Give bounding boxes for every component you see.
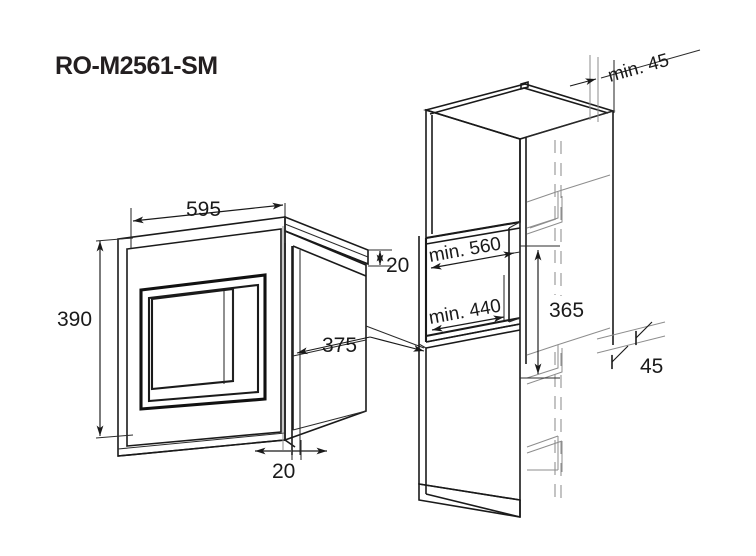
dimension-365-label: 365: [549, 299, 584, 322]
oven-door-window: [150, 287, 235, 391]
dimension-365: 365: [520, 245, 584, 379]
dimension-375: 375: [292, 325, 425, 360]
oven-door-frame: [139, 273, 267, 411]
cabinet-upper-box: [423, 80, 616, 364]
cabinet-hidden-lines: [526, 140, 611, 500]
dimension-595: 595: [130, 198, 286, 248]
dimension-min440: min. 440: [427, 275, 505, 332]
dimension-min560: min. 560: [427, 234, 521, 270]
oven-view-group: 595 390 20 375: [57, 198, 425, 483]
dimension-390-label: 390: [57, 308, 92, 331]
page-title: RO-M2561-SM: [55, 52, 218, 80]
dimension-20-top: 20: [368, 249, 409, 277]
dimension-45: 45: [596, 321, 666, 378]
oven-body-block: [284, 229, 367, 442]
dimension-20-bottom: 20: [255, 440, 327, 483]
dimension-min45: min. 45: [569, 49, 701, 122]
dimension-20-top-label: 20: [386, 254, 409, 277]
dimension-20-bottom-label: 20: [272, 460, 295, 483]
cabinet-view-group: min. 45 min. 560 min. 440 365: [418, 49, 701, 518]
cabinet-lower-box: [418, 323, 521, 518]
dimension-45-label: 45: [640, 355, 663, 378]
dimension-375-label: 375: [322, 334, 357, 357]
oven-bottom-flange: [117, 432, 296, 457]
oven-front-plate: [117, 216, 286, 457]
oven-top-flange: [284, 215, 369, 266]
dimension-min45-label: min. 45: [606, 50, 672, 87]
dimension-595-label: 595: [186, 198, 221, 221]
dimension-390: 390: [57, 237, 134, 439]
